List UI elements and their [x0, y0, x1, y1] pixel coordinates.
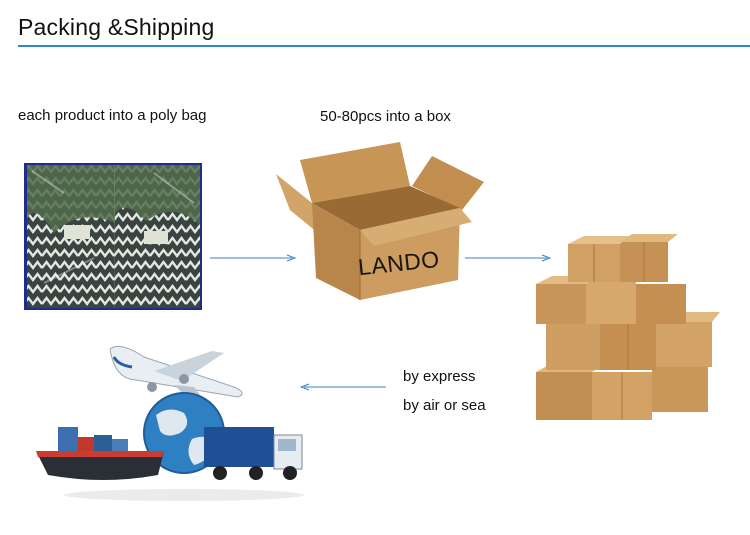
title-divider — [18, 45, 750, 47]
open-box-image: LANDO — [272, 138, 487, 303]
arrow-left — [300, 382, 386, 392]
cargo-ship-icon — [36, 427, 164, 480]
stacked-boxes-image — [528, 232, 720, 428]
truck-icon — [204, 427, 303, 480]
poly-bag-image — [24, 163, 202, 310]
arrow-right-1 — [210, 253, 296, 263]
caption-express: by express — [403, 368, 476, 385]
caption-poly-bag: each product into a poly bag — [18, 107, 207, 124]
transport-image — [34, 335, 310, 505]
page-title: Packing &Shipping — [18, 14, 215, 40]
caption-air-sea: by air or sea — [403, 397, 486, 414]
arrow-right-2 — [465, 253, 551, 263]
caption-box: 50-80pcs into a box — [320, 108, 451, 125]
